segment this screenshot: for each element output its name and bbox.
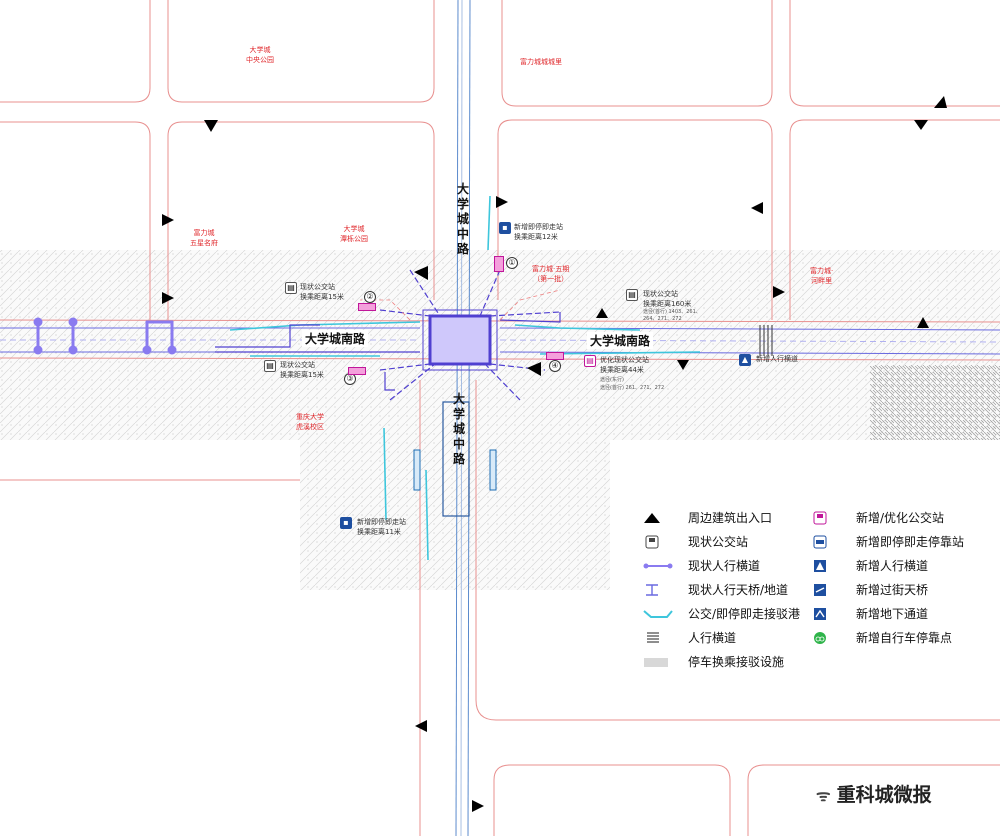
- new-bus-stop-marker: [494, 256, 504, 272]
- station-blocks: [413, 449, 497, 491]
- bus-bay-icon: [643, 610, 673, 618]
- place-label-hepanli: 富力城·河畔里: [810, 267, 834, 285]
- marker-2: ②: [364, 291, 376, 303]
- annotation-bus-stop-ne: 现状公交站换乘距离160米: [643, 290, 692, 308]
- car-icon: ▪: [499, 222, 511, 234]
- interchange-facility: [215, 269, 561, 517]
- road-label-south-east: 大学城南路: [587, 332, 654, 349]
- pedestrian-icon: ▲: [739, 354, 751, 366]
- parking-facility-icon: [644, 658, 668, 667]
- place-label-central-park: 大学城中央公园: [246, 46, 274, 64]
- bus-icon: [813, 511, 827, 525]
- annotation-new-stop-south: 新增即停即走站换乘距离11米: [357, 518, 406, 536]
- annotation-bus-stop-sw: 现状公交站换乘距离15米: [280, 361, 324, 379]
- bus-icon: ▤: [584, 355, 596, 367]
- place-label-wuxing: 富力城五星名府: [190, 229, 218, 247]
- bike-icon: [814, 632, 826, 644]
- annotation-bus-routes-se: 途径(东行): [600, 377, 624, 383]
- triangle-icon: [644, 513, 660, 523]
- road-label-middle-south: 大学城中路: [452, 392, 465, 466]
- place-label-cqu-campus: 重庆大学虎溪校区: [296, 413, 324, 431]
- road-label-south-west: 大学城南路: [302, 330, 369, 347]
- building-entrances: [162, 96, 947, 812]
- annotation-new-crosswalk: 新增人行横道: [756, 355, 798, 363]
- footbridge-icon: [646, 584, 658, 596]
- place-label-fuli-5: 富力城·五期（第一批）: [532, 265, 570, 283]
- terrain-band: [0, 250, 1000, 440]
- pedestrian-icon: [814, 560, 826, 572]
- footbridge-icon: [814, 584, 826, 596]
- rail-yard-texture: [870, 365, 1000, 440]
- wechat-icon: ᯤ: [816, 786, 831, 805]
- crosswalk-icon: [647, 632, 659, 643]
- new-crosswalk-right: [759, 325, 773, 356]
- annotation-bus-stop-se: 优化现状公交站换乘距离44米: [600, 356, 649, 374]
- place-label-tanli-park: 大学城潭栎公园: [340, 225, 368, 243]
- annotation-bus-routes-ne: 途径(首行) 1403、261、264、271、272: [643, 309, 701, 322]
- new-bus-stop-marker: [358, 303, 376, 311]
- place-label-north-east: 富力城城城里: [520, 58, 562, 66]
- road-label-middle-north: 大学城中路: [456, 182, 469, 256]
- annotation-new-stop-north: 新增即停即走站换乘距离12米: [514, 223, 563, 241]
- terrain-south: [300, 440, 610, 590]
- new-bus-stop-marker: [348, 367, 366, 375]
- car-icon: [813, 535, 827, 549]
- car-icon: ▪: [340, 517, 352, 529]
- bus-icon: [645, 535, 659, 549]
- existing-crossings: [33, 317, 177, 355]
- underpass-icon: [814, 608, 826, 620]
- walkway-guides: [360, 289, 561, 321]
- bus-icon: ▤: [285, 282, 297, 294]
- marker-1: ①: [506, 257, 518, 269]
- bus-icon: ▤: [264, 360, 276, 372]
- annotation-bus-routes-se-2: 途径(首行) 261、271、272: [600, 385, 665, 391]
- map-legend: 周边建筑出入口 现状公交站 现状人行横道 现状人行天桥/地道 公交/即停即走接驳…: [643, 506, 983, 678]
- bus-icon: ▤: [626, 289, 638, 301]
- new-bus-stop-marker: [546, 352, 564, 360]
- crossing-line-icon: [643, 563, 673, 569]
- annotation-bus-stop-nw: 现状公交站换乘距离15米: [300, 283, 344, 301]
- marker-4: ④: [549, 360, 561, 372]
